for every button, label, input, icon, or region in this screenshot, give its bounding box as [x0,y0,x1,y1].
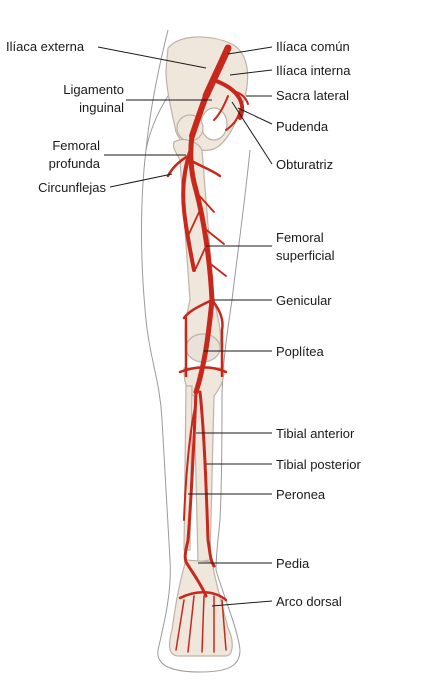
label-tibial-anterior: Tibial anterior [276,426,355,441]
leader-iliaca-externa [97,46,207,69]
label-circunflejas: Circunflejas [38,180,106,195]
artery-poplitea [193,297,215,395]
label-sacra-lateral: Sacra lateral [276,88,349,103]
label-femoral-profunda-line1: Femoral [52,138,100,153]
leader-arco-dorsal [211,600,273,607]
artery-circunflejas [166,154,222,178]
leader-circunflejas [109,173,173,188]
leg-outline-medial [199,149,251,673]
artery-tibial-anterior [183,390,198,564]
artery-sacra-lateral [235,91,249,105]
label-iliaca-externa: Ilíaca externa [6,39,85,54]
label-pudenda: Pudenda [276,119,329,134]
label-pedia: Pedia [276,556,310,571]
artery-knee-ring [178,366,228,374]
label-obturatriz: Obturatriz [276,157,333,172]
labels: Ilíaca externa Ligamento inguinal Femora… [6,39,361,609]
label-femoral-superficial-line1: Femoral [276,230,324,245]
leader-iliaca-interna [229,69,273,76]
label-peronea: Peronea [276,487,326,502]
artery-tibial-posterior [198,390,216,568]
leader-pudenda [237,107,273,125]
artery-obturatriz [213,95,229,121]
artery-pudenda [225,109,241,131]
leader-obturatriz [231,101,273,165]
leader-lines [97,46,273,607]
artery-femoral-branches [187,191,227,277]
label-arco-dorsal: Arco dorsal [276,594,342,609]
label-ligamento-inguinal-line2: inguinal [79,100,124,115]
label-iliaca-interna: Ilíaca interna [276,63,351,78]
artery-iliaca-interna [212,78,245,120]
label-ligamento-inguinal-line1: Ligamento [63,82,124,97]
artery-digital-branches [175,595,227,653]
label-iliaca-comun: Ilíaca común [276,39,350,54]
artery-genicular [182,298,224,378]
artery-arco-dorsal [178,591,228,602]
label-genicular: Genicular [276,293,332,308]
artery-femoral-profunda [181,150,196,272]
label-femoral-profunda-line2: profunda [49,156,101,171]
arteries [166,44,249,653]
artery-peronea [183,401,197,521]
obturator-foramen [200,107,228,141]
foot-bones [168,559,233,657]
label-poplitea: Poplítea [276,344,324,359]
label-femoral-superficial-line2: superficial [276,248,335,263]
artery-iliaca-comun [202,44,232,100]
leader-iliaca-comun [227,46,273,55]
label-tibial-posterior: Tibial posterior [276,457,361,472]
